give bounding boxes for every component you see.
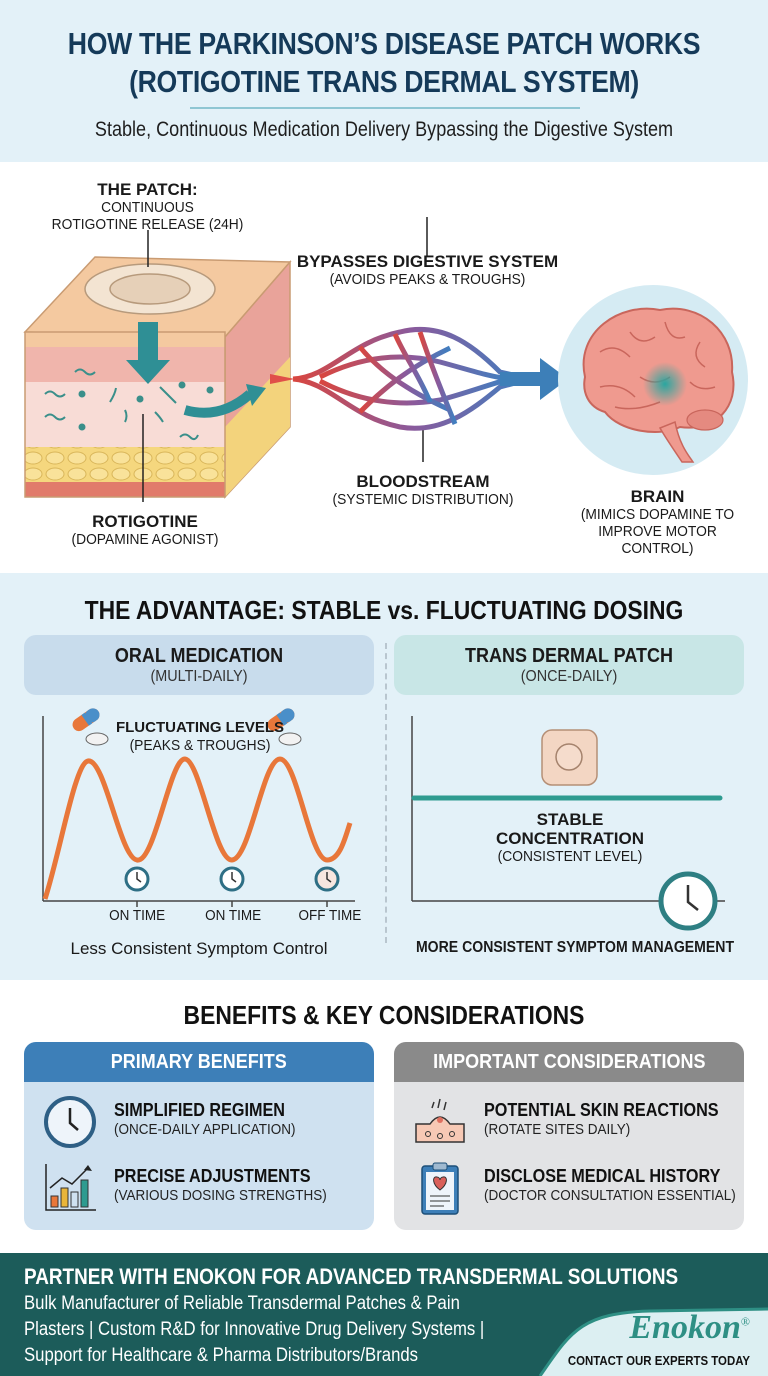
- stable-concentration-label: STABLE CONCENTRATION (CONSISTENT LEVEL): [496, 810, 644, 865]
- advantage-section: THE ADVANTAGE: STABLE vs. FLUCTUATING DO…: [0, 573, 768, 980]
- title-divider: [190, 107, 580, 109]
- column-divider: [385, 643, 387, 943]
- footer-line: Support for Healthcare & Pharma Distribu…: [24, 1345, 419, 1366]
- footer-line: Plasters | Custom R&D for Innovative Dru…: [24, 1319, 485, 1340]
- footer-title: PARTNER WITH ENOKON FOR ADVANCED TRANSDE…: [24, 1264, 679, 1289]
- skin-irritation-icon: [415, 1098, 465, 1143]
- patch-icon: [541, 729, 598, 786]
- benefits-title: BENEFITS & KEY CONSIDERATIONS: [183, 1000, 585, 1030]
- benefits-section: BENEFITS & KEY CONSIDERATIONS PRIMARY BE…: [0, 980, 768, 1252]
- page-title-line2: (ROTIGOTINE TRANS DERMAL SYSTEM): [129, 64, 639, 99]
- footer-wave: [538, 1307, 768, 1376]
- bar-chart-icon: [45, 1164, 96, 1211]
- marker-label: ON TIME: [109, 907, 166, 924]
- pill-icon: [72, 708, 100, 732]
- clock-icon: [124, 866, 150, 892]
- brain-icon: [558, 285, 748, 475]
- clipboard-heart-icon: [421, 1162, 459, 1215]
- arrow-right-icon: [500, 358, 568, 400]
- oral-medication-header: ORAL MEDICATION (MULTI-DAILY): [24, 635, 374, 695]
- page-title-line1: HOW THE PARKINSON’S DISEASE PATCH WORKS: [67, 26, 701, 61]
- consideration-item: DISCLOSE MEDICAL HISTORY(DOCTOR CONSULTA…: [412, 1160, 742, 1216]
- blood-vessel-network-icon: [292, 326, 531, 431]
- brand-logo[interactable]: Enokon®: [629, 1309, 750, 1346]
- footer-banner: PARTNER WITH ENOKON FOR ADVANCED TRANSDE…: [0, 1253, 768, 1376]
- primary-benefits-header: PRIMARY BENEFITS: [24, 1042, 374, 1082]
- marker-label: ON TIME: [205, 907, 262, 924]
- fluctuating-curve: [42, 756, 353, 900]
- mechanism-diagram: [23, 217, 748, 502]
- transdermal-patch-header: TRANS DERMAL PATCH (ONCE-DAILY): [394, 635, 744, 695]
- clock-icon: [658, 871, 718, 931]
- benefit-item: SIMPLIFIED REGIMEN(ONCE-DAILY APPLICATIO…: [42, 1094, 372, 1150]
- skin-cross-section-icon: [23, 256, 292, 499]
- patch-icon: [84, 263, 216, 315]
- page-subtitle: Stable, Continuous Medication Delivery B…: [94, 118, 674, 141]
- advantage-title: THE ADVANTAGE: STABLE vs. FLUCTUATING DO…: [84, 595, 684, 625]
- footer-line: Bulk Manufacturer of Reliable Transderma…: [24, 1293, 460, 1314]
- rotigotine-label: ROTIGOTINE (DOPAMINE AGONIST): [71, 512, 219, 548]
- dosing-charts: [42, 708, 725, 931]
- contact-cta[interactable]: CONTACT OUR EXPERTS TODAY: [567, 1353, 750, 1368]
- header: HOW THE PARKINSON’S DISEASE PATCH WORKS …: [0, 0, 768, 162]
- fluctuating-levels-label: FLUCTUATING LEVELS (PEAKS & TROUGHS): [115, 719, 285, 754]
- pill-icon: [267, 708, 295, 732]
- oral-caption: Less Consistent Symptom Control: [70, 939, 328, 958]
- patch-caption: MORE CONSISTENT SYMPTOM MANAGEMENT: [415, 939, 735, 956]
- benefit-item: PRECISE ADJUSTMENTS(VARIOUS DOSING STREN…: [42, 1160, 372, 1216]
- clock-icon: [314, 866, 340, 892]
- primary-benefits-card: PRIMARY BENEFITS SIMPLIFIED REGIMEN(ONCE…: [24, 1042, 374, 1230]
- mechanism-illustration: THE PATCH: CONTINUOUS ROTIGOTINE RELEASE…: [0, 162, 768, 573]
- consideration-item: POTENTIAL SKIN REACTIONS(ROTATE SITES DA…: [412, 1094, 742, 1150]
- arrow-down-icon: [126, 322, 170, 384]
- bypass-label: BYPASSES DIGESTIVE SYSTEM (AVOIDS PEAKS …: [296, 252, 559, 288]
- considerations-card: IMPORTANT CONSIDERATIONS POTENTIAL SKIN …: [394, 1042, 744, 1230]
- marker-label: OFF TIME: [298, 907, 362, 924]
- curved-arrow-icon: [183, 390, 254, 418]
- patch-label: THE PATCH: CONTINUOUS ROTIGOTINE RELEASE…: [51, 180, 244, 233]
- bloodstream-label: BLOODSTREAM (SYSTEMIC DISTRIBUTION): [332, 472, 514, 508]
- considerations-header: IMPORTANT CONSIDERATIONS: [394, 1042, 744, 1082]
- clock-icon: [219, 866, 245, 892]
- brain-label: BRAIN (MIMICS DOPAMINE TO IMPROVE MOTOR …: [580, 487, 735, 557]
- clock-icon: [44, 1096, 96, 1148]
